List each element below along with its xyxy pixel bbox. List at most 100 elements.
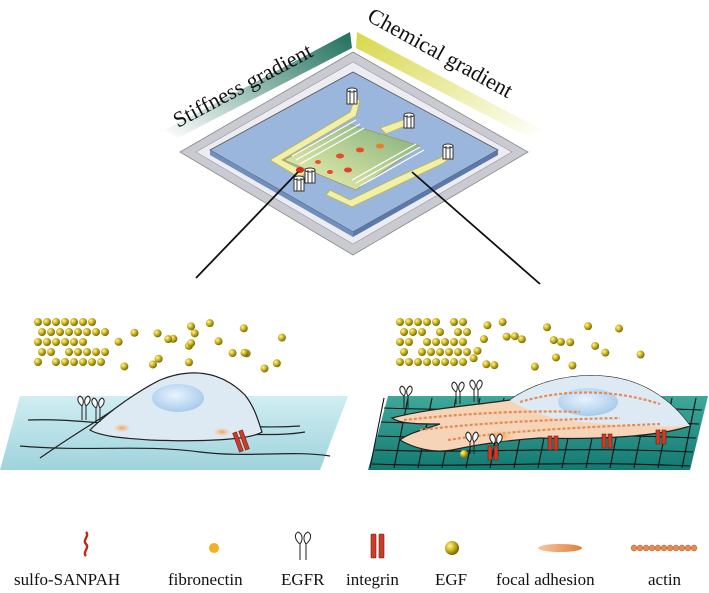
microfluidic-chip: Stiffness gradient Chemical gradient <box>165 3 542 285</box>
egf-particle <box>517 335 526 344</box>
legend-label-actin: actin <box>648 570 682 589</box>
egf-particle <box>34 338 42 346</box>
legend: sulfo-SANPAH fibronectin EGFR integrin E… <box>14 531 698 589</box>
egf-particle <box>52 338 60 346</box>
egf-particle <box>164 335 173 344</box>
egf-particle <box>591 341 600 350</box>
egf-particle <box>70 318 78 326</box>
egf-particle <box>272 359 281 368</box>
zoom-line-left <box>195 171 299 279</box>
egf-particle <box>240 348 249 357</box>
egf-particle <box>432 358 440 366</box>
egf-particle <box>61 318 69 326</box>
egf-particle <box>459 338 467 346</box>
port-right <box>442 143 454 160</box>
egf-particle <box>454 328 462 336</box>
egf-particle <box>463 328 471 336</box>
port-right-top <box>403 112 415 129</box>
egf-particle <box>454 348 462 356</box>
egf-particle <box>260 364 269 373</box>
egf-particle <box>450 338 458 346</box>
egf-particle <box>88 318 96 326</box>
egf-particle <box>70 338 78 346</box>
egf-particle <box>436 328 444 336</box>
egf-particle <box>405 318 413 326</box>
egf-particle <box>427 348 435 356</box>
egf-particle <box>396 318 404 326</box>
egf-particle <box>423 318 431 326</box>
egf-particle <box>52 358 60 366</box>
egf-particle <box>414 358 422 366</box>
egf-particle <box>114 337 123 346</box>
egf-particle <box>101 328 109 336</box>
nucleus-stiff <box>558 388 618 416</box>
egf-particle <box>549 336 558 345</box>
egf-particle <box>120 362 129 371</box>
egf-particle <box>65 348 73 356</box>
egf-particle <box>459 358 467 366</box>
egf-particle <box>70 358 78 366</box>
egf-particle <box>432 318 440 326</box>
actin-bead <box>636 544 644 552</box>
egf-particle <box>568 361 577 370</box>
legend-label-integrin: integrin <box>346 570 399 589</box>
egf-particle <box>482 360 491 369</box>
egf-cloud-left <box>34 318 286 373</box>
actin-bead <box>654 544 662 552</box>
egf-particle <box>418 328 426 336</box>
egf-particle <box>436 348 444 356</box>
egf-particle <box>79 318 87 326</box>
egf-particle <box>502 332 511 341</box>
egfr-icon <box>294 531 312 560</box>
egf-particle <box>566 338 575 347</box>
egf-particle <box>405 358 413 366</box>
egf-bound <box>460 450 468 458</box>
mesh-line <box>393 397 409 469</box>
egf-particle <box>498 318 507 327</box>
egf-particle <box>441 358 449 366</box>
nucleus-soft <box>152 384 204 412</box>
actin-bead <box>672 544 680 552</box>
egf-particle <box>510 332 519 341</box>
actin-bead <box>660 544 668 552</box>
egf-particle <box>43 318 51 326</box>
egf-particle <box>490 361 499 370</box>
egf-particle <box>636 350 645 359</box>
actin-bead <box>678 544 686 552</box>
egf-particle <box>414 318 422 326</box>
port-left-low <box>293 175 305 192</box>
egf-particle <box>34 318 42 326</box>
actin-bead <box>666 544 674 552</box>
port-left <box>304 167 316 184</box>
stiff-substrate-panel <box>368 318 708 470</box>
egf-particle <box>52 318 60 326</box>
egf-particle <box>400 348 408 356</box>
egf-particle <box>543 323 552 332</box>
egf-particle <box>400 328 408 336</box>
egf-particle <box>432 338 440 346</box>
egf-particle <box>205 319 214 328</box>
egf-particle <box>483 321 492 330</box>
egf-particle <box>88 358 96 366</box>
egf-particle <box>56 328 64 336</box>
actin-fibers-stiff <box>403 391 661 442</box>
legend-label-focal-adhesion: focal adhesion <box>496 570 595 589</box>
egf-particle <box>97 358 105 366</box>
egf-particle <box>65 328 73 336</box>
egfr-receptors-stiff <box>399 379 503 456</box>
egf-particle <box>396 358 404 366</box>
actin-bead <box>642 544 650 552</box>
focal-adhesion-soft-2 <box>214 428 230 436</box>
actin-bead <box>690 544 698 552</box>
egf-particle <box>239 324 248 333</box>
stiffness-gradient-bar <box>165 32 352 138</box>
egf-particle <box>187 322 196 331</box>
egf-particle <box>277 333 286 342</box>
mesh-line <box>374 449 694 453</box>
egf-particle <box>423 358 431 366</box>
port-top <box>346 87 358 105</box>
inlet-ports <box>293 87 454 192</box>
egf-particle <box>187 339 196 348</box>
egf-particle <box>92 348 100 356</box>
